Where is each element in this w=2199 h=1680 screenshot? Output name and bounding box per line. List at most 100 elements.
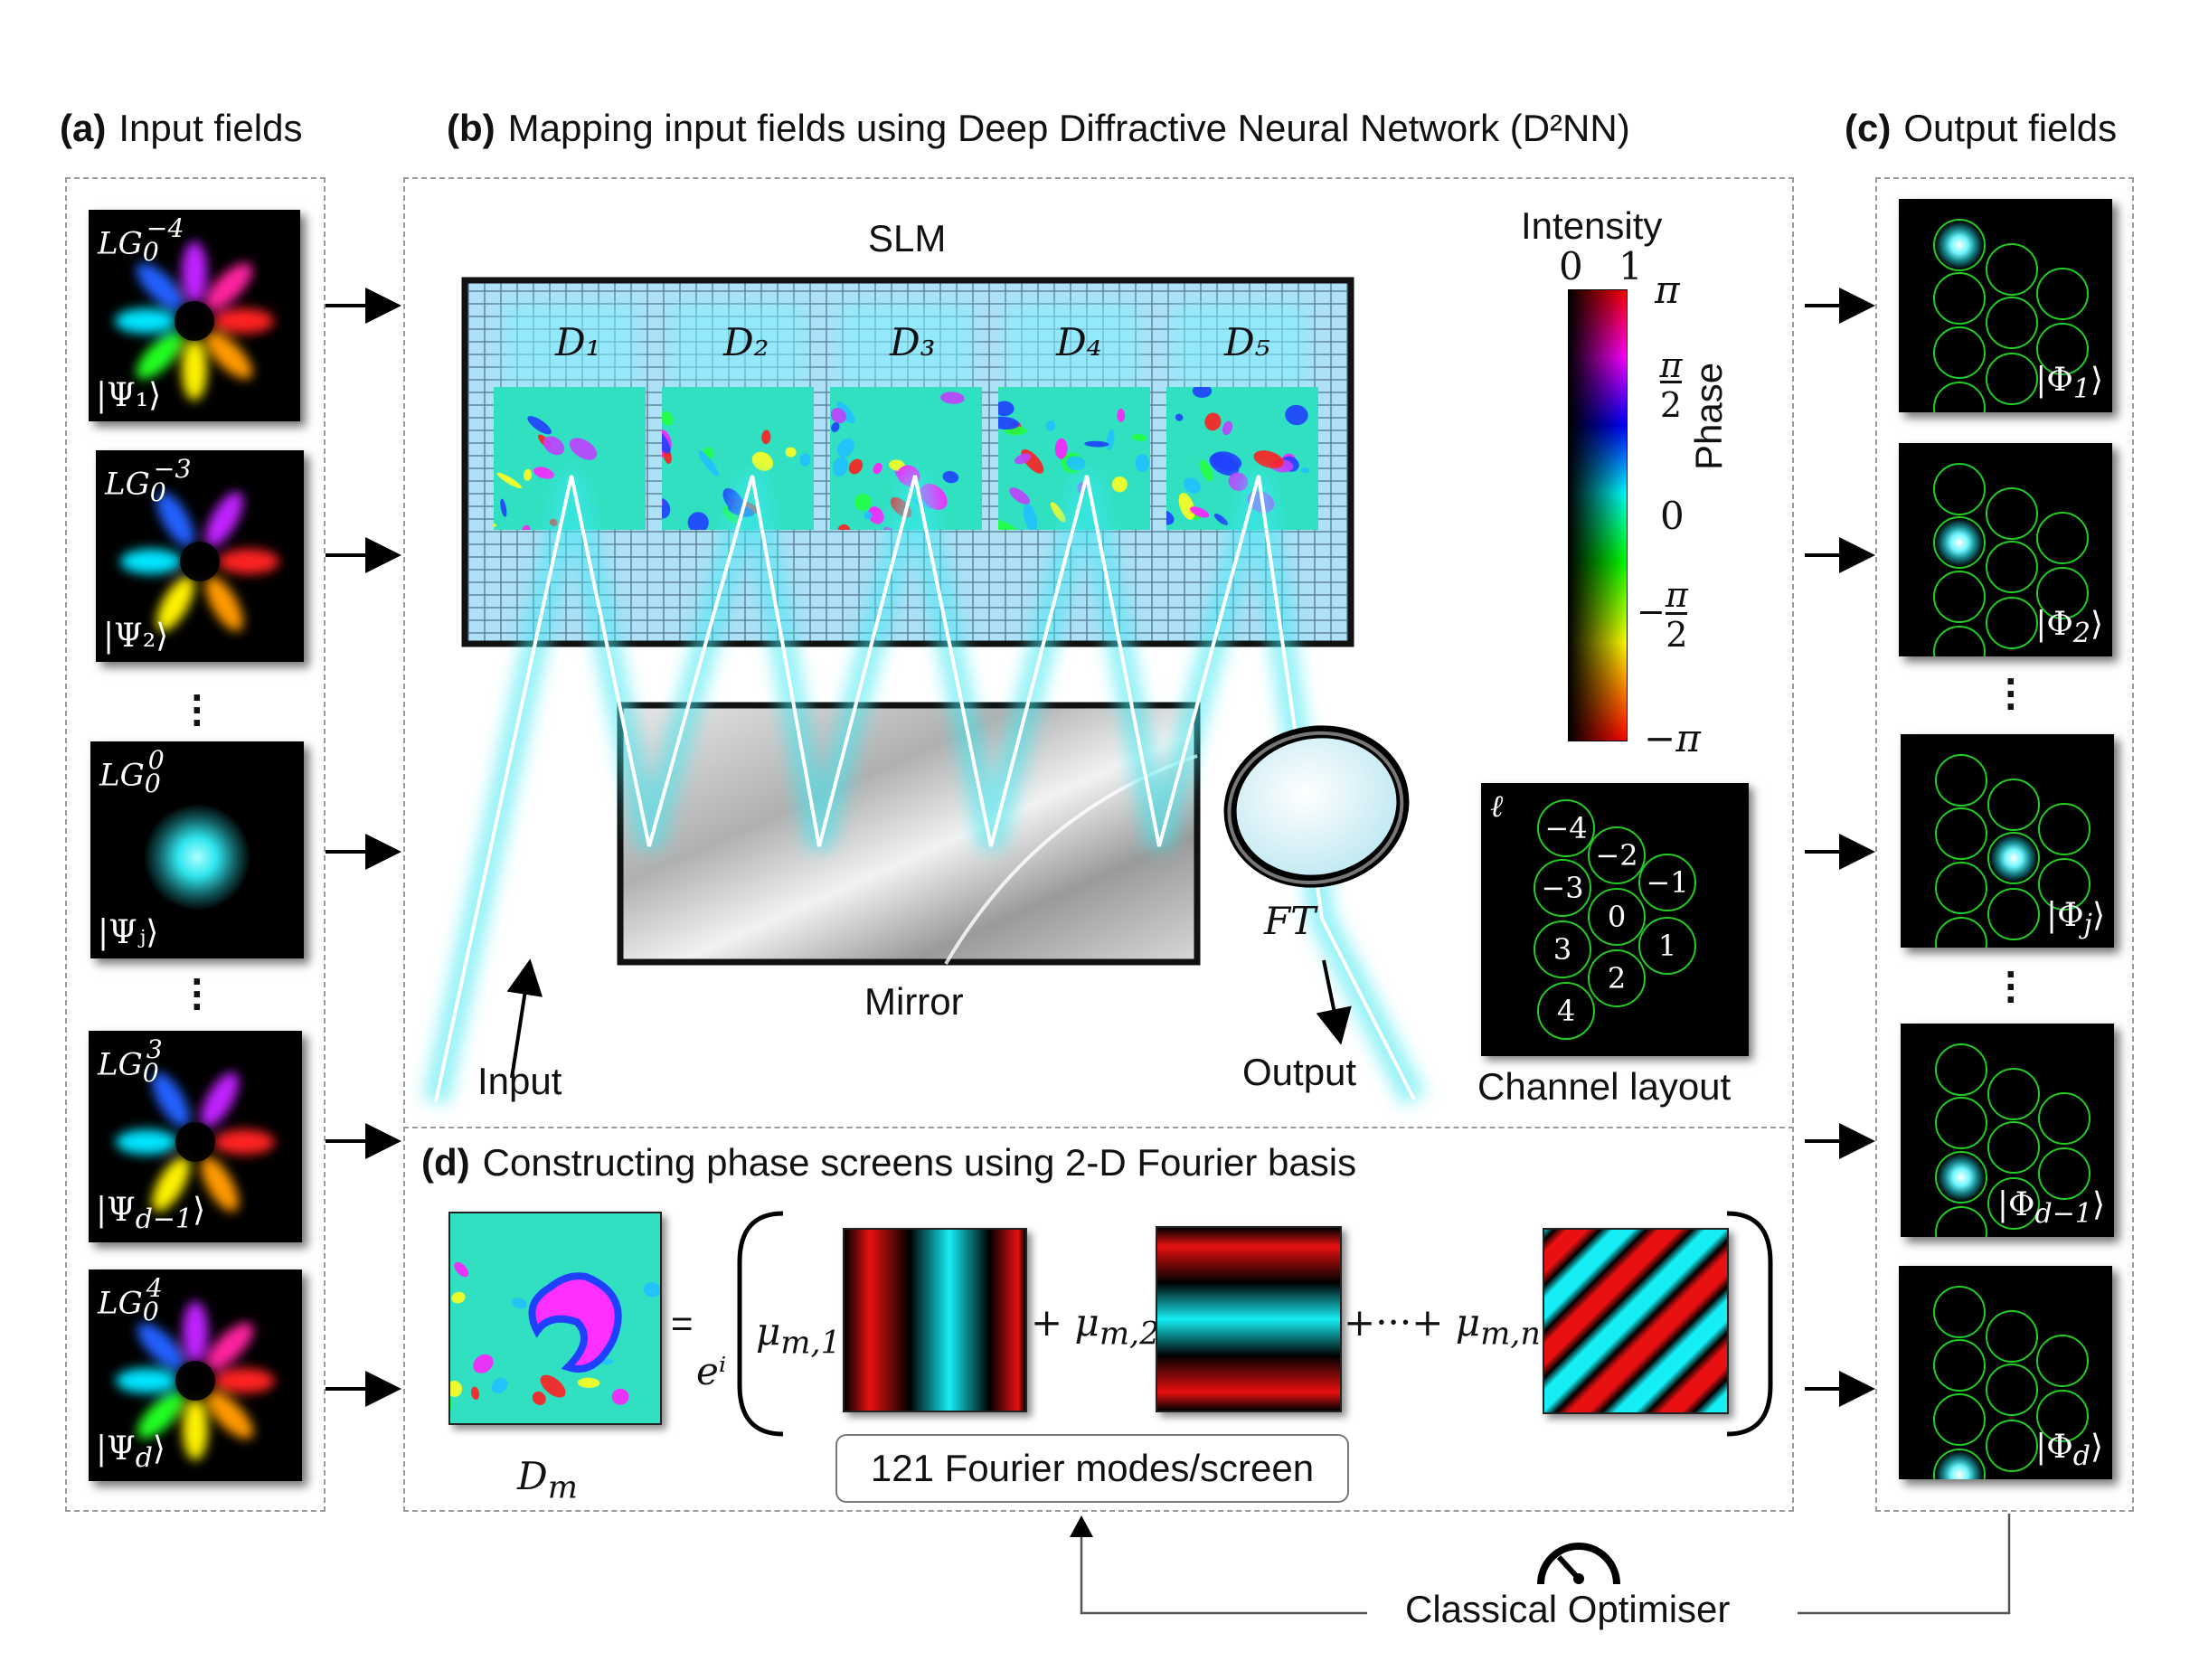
output-ring (1986, 297, 2038, 350)
output-state-label: |Φ2⟩ (2035, 605, 2103, 649)
phase-tick: 0 (1660, 494, 1685, 538)
output-ring (1986, 352, 2038, 405)
output-ring (1933, 1392, 1986, 1446)
output-state-label: |Φ1⟩ (2035, 361, 2103, 405)
ell-symbol: ℓ (1490, 788, 1504, 825)
channel-ring: 0 (1588, 888, 1646, 946)
output-ring (1935, 1206, 1987, 1237)
output-ring (1935, 807, 1987, 861)
output-ring (2036, 323, 2089, 376)
output-arrow-icon (1316, 959, 1352, 1045)
ellipsis-icon: ··· (2005, 950, 2019, 1023)
state-label: |Ψ₁⟩ (96, 377, 162, 414)
mode-label: LG00 (99, 745, 165, 799)
mode-label: LG0−4 (98, 213, 184, 268)
output-ring (2036, 512, 2089, 564)
output-field-5: |Φd⟩ (1899, 1266, 2112, 1479)
fourier-mode-1 (843, 1228, 1027, 1412)
state-label: |Ψⱼ⟩ (98, 914, 159, 951)
output-ring (1986, 1310, 2038, 1363)
state-label: |Ψd⟩ (96, 1430, 165, 1474)
panel-b-heading: (b) Mapping input fields using Deep Diffr… (447, 107, 1630, 150)
channel-layout-label: Channel layout (1477, 1065, 1732, 1108)
output-ring (1987, 779, 2040, 831)
output-ring (1933, 1286, 1986, 1338)
lg-petals-icon (89, 1031, 302, 1242)
equals-sign: = (671, 1302, 694, 1345)
phase-colorbar (1568, 289, 1628, 741)
slm-label: SLM (868, 217, 947, 260)
output-spot-icon (1933, 516, 1986, 570)
input-field-1: LG0−4 |Ψ₁⟩ (89, 210, 300, 421)
input-arrow-icon (506, 958, 543, 1079)
output-ring (1986, 243, 2038, 296)
channel-ring: −2 (1588, 826, 1646, 884)
output-ring (1933, 272, 1986, 326)
brackets (737, 1211, 1773, 1437)
output-ring (1935, 861, 1987, 914)
panel-d-heading: (d) Constructing phase screens using 2-D … (421, 1141, 1356, 1184)
intensity-min: 0 (1559, 244, 1583, 288)
panel-c-frame (1875, 177, 2134, 1512)
output-ring (1987, 1176, 2040, 1230)
panel-d-title: Constructing phase screens using 2-D Fou… (482, 1141, 1357, 1184)
ellipsis-icon: ··· (2005, 657, 2019, 730)
intensity-max: 1 (1619, 244, 1643, 288)
screen-label-d3: D₃ (890, 320, 936, 364)
phase-screen-dm (448, 1212, 662, 1425)
channel-ring: −1 (1638, 854, 1696, 911)
up-arrow-icon (1070, 1515, 1093, 1537)
output-ring (1935, 1043, 1987, 1096)
output-spot-icon (1987, 832, 2040, 885)
channel-ring: 1 (1638, 917, 1696, 975)
panel-b-frame (403, 177, 1794, 1512)
output-ring (1986, 541, 2038, 594)
panel-c-letter: (c) (1845, 107, 1892, 149)
output-state-label: |Φj⟩ (2045, 896, 2105, 940)
gaussian-spot-icon (143, 803, 251, 911)
fourier-mode-2 (1156, 1226, 1342, 1412)
output-spot-icon (1933, 219, 1986, 271)
output-ring (2038, 858, 2090, 911)
output-ring (1986, 1419, 2038, 1472)
output-ring (1933, 626, 1986, 656)
output-ring (2038, 1092, 2090, 1145)
panel-d-letter: (d) (421, 1141, 470, 1184)
input-field-2: LG0−3 |Ψ₂⟩ (96, 450, 304, 662)
output-ring (2038, 803, 2090, 855)
panel-a-title: Input fields (118, 107, 303, 149)
channel-ring: −3 (1534, 859, 1591, 917)
intensity-label: Intensity (1521, 204, 1663, 247)
output-state-label: |Φd⟩ (2035, 1428, 2103, 1472)
screen-label-dm: Dm (517, 1454, 578, 1506)
phase-label: Phase (1687, 362, 1730, 470)
lg-petals-icon (89, 1269, 302, 1481)
output-ring (2036, 1335, 2089, 1387)
input-field-j: LG00 |Ψⱼ⟩ (90, 741, 304, 958)
panel-a-heading: (a)Input fields (60, 107, 302, 150)
output-ring (1933, 382, 1986, 412)
output-ring (1933, 463, 1986, 515)
panel-b-title: Mapping input fields using Deep Diffract… (507, 107, 1630, 149)
exp-label: eⁱ (696, 1349, 727, 1393)
input-label: Input (477, 1060, 562, 1102)
output-field-3: |Φj⟩ (1901, 734, 2114, 948)
output-ring (1933, 326, 1986, 379)
output-spot-icon (1935, 1150, 1987, 1203)
lg-petals-icon (89, 210, 300, 421)
panel-d-divider (403, 1127, 1794, 1128)
output-state-label: |Φd−1⟩ (1996, 1185, 2105, 1230)
panel-c-title: Output fields (1903, 107, 2118, 149)
panel-b-letter: (b) (447, 107, 495, 149)
output-ring (1935, 754, 1987, 807)
output-ring (1987, 1121, 2040, 1175)
panel-c-heading: (c) Output fields (1845, 107, 2117, 150)
output-ring (1935, 1097, 1987, 1150)
output-field-4: |Φd−1⟩ (1901, 1024, 2114, 1237)
output-ring (1935, 917, 1987, 948)
gauge-icon (1537, 1543, 1620, 1585)
optical-setup (422, 277, 1427, 1106)
input-field-d-minus-1: LG03 |Ψd−1⟩ (89, 1031, 302, 1242)
